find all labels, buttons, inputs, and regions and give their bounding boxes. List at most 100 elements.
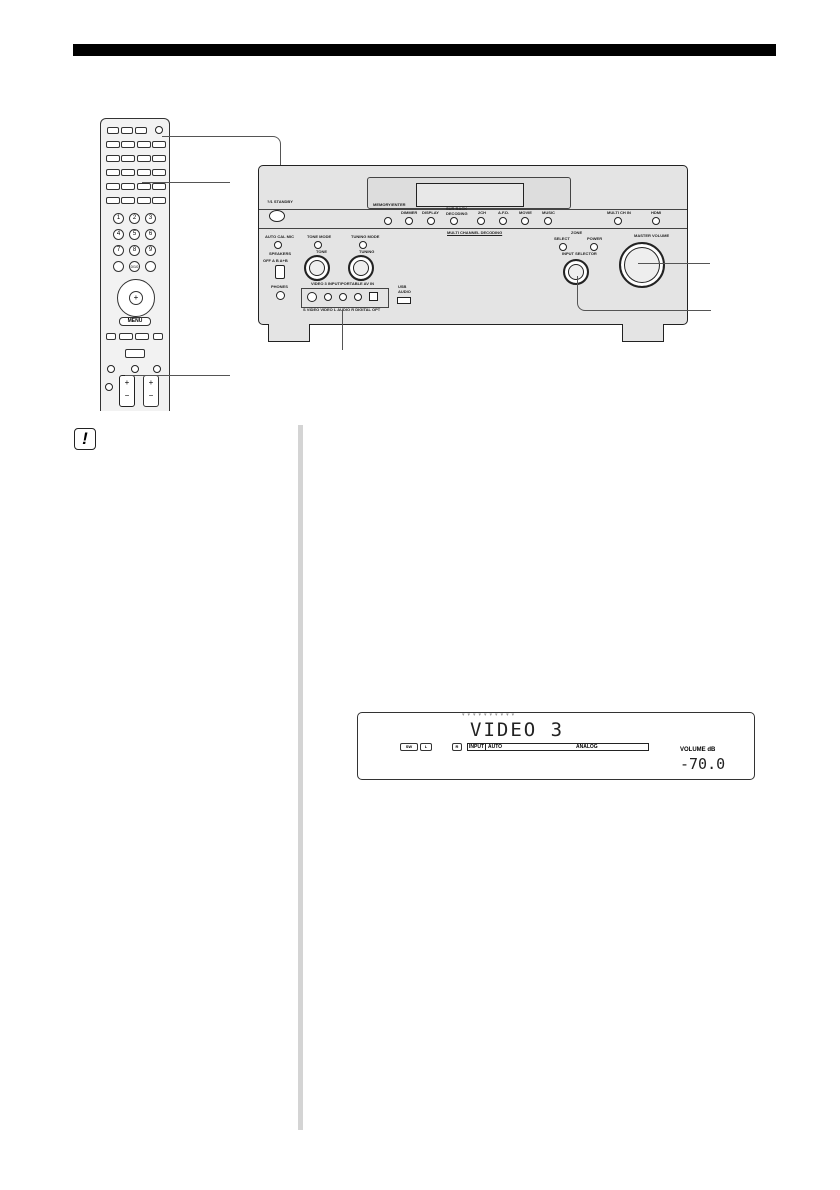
remote-button[interactable] xyxy=(121,127,133,134)
digital-opt-jack[interactable] xyxy=(369,292,378,301)
remote-button[interactable] xyxy=(137,169,151,176)
audio-r-jack[interactable] xyxy=(354,293,362,301)
master-volume-knob[interactable] xyxy=(619,242,665,288)
remote-button[interactable] xyxy=(137,141,151,148)
tuning-knob[interactable] xyxy=(348,255,374,281)
remote-button[interactable] xyxy=(137,155,151,162)
remote-button[interactable] xyxy=(145,261,156,272)
speakers-switch[interactable] xyxy=(275,265,285,279)
speakers-label: SPEAKERS xyxy=(269,251,292,256)
auto-cal-mic-jack[interactable] xyxy=(274,241,282,249)
navigation-pad[interactable]: + xyxy=(117,279,155,317)
remote-button[interactable] xyxy=(152,169,166,176)
menu-button[interactable]: MENU xyxy=(119,317,151,326)
display-button[interactable] xyxy=(427,217,435,225)
number-2-button[interactable]: 2 xyxy=(129,213,140,224)
remote-button[interactable] xyxy=(106,183,120,190)
remote-button[interactable] xyxy=(106,333,116,340)
remote-button[interactable] xyxy=(107,127,119,134)
remote-button[interactable] xyxy=(121,169,135,176)
number-7-button[interactable]: 7 xyxy=(113,245,124,256)
tuning-label: TUNING xyxy=(359,249,375,254)
sur-back-button[interactable] xyxy=(450,217,458,225)
number-0-button[interactable]: 0/10 xyxy=(129,261,140,272)
remote-button[interactable] xyxy=(106,169,120,176)
speakers-positions-label: OFF A B A+B xyxy=(263,258,288,263)
remote-button[interactable] xyxy=(113,261,124,272)
remote-button[interactable] xyxy=(153,365,161,373)
remote-button[interactable] xyxy=(119,333,133,340)
enter-button[interactable]: + xyxy=(129,291,143,305)
video-jack[interactable] xyxy=(324,293,332,301)
remote-button[interactable] xyxy=(106,155,120,162)
standby-button[interactable] xyxy=(269,210,285,222)
hdmi-label: HDMI xyxy=(651,210,662,215)
memory-enter-label: MEMORY/ENTER xyxy=(373,202,406,207)
channel-rocker[interactable]: +− xyxy=(143,375,159,407)
remote-button[interactable] xyxy=(121,155,135,162)
remote-button[interactable] xyxy=(153,333,163,340)
audio-l-jack[interactable] xyxy=(339,293,347,301)
remote-button[interactable] xyxy=(152,155,166,162)
number-1-button[interactable]: 1 xyxy=(113,213,124,224)
tone-mode-label: TONE MODE xyxy=(307,234,332,239)
movie-button[interactable] xyxy=(521,217,529,225)
number-6-button[interactable]: 6 xyxy=(145,229,156,240)
channel-up[interactable]: + xyxy=(148,378,154,387)
dimmer-button[interactable] xyxy=(405,217,413,225)
volume-rocker[interactable]: +− xyxy=(119,375,135,407)
remote-button[interactable] xyxy=(131,365,139,373)
movie-label: MOVIE xyxy=(519,210,532,215)
remote-button[interactable] xyxy=(135,333,149,340)
number-5-button[interactable]: 5 xyxy=(129,229,140,240)
muting-button[interactable] xyxy=(105,383,113,391)
remote-button[interactable] xyxy=(137,183,151,190)
number-3-button[interactable]: 3 xyxy=(145,213,156,224)
remote-button[interactable] xyxy=(107,365,115,373)
receiver-foot-right xyxy=(622,324,664,342)
remote-button[interactable] xyxy=(106,141,120,148)
display-label: DISPLAY xyxy=(422,210,439,215)
column-divider xyxy=(298,425,303,1130)
memory-enter-button[interactable] xyxy=(384,217,392,225)
number-9-button[interactable]: 9 xyxy=(145,245,156,256)
tone-knob[interactable] xyxy=(304,255,330,281)
afd-button[interactable] xyxy=(499,217,507,225)
sw-indicator: SW xyxy=(400,743,418,751)
zone-select-button[interactable] xyxy=(559,243,567,251)
channel-down[interactable]: − xyxy=(148,391,154,400)
r-indicator: R xyxy=(452,743,462,751)
number-8-button[interactable]: 8 xyxy=(129,245,140,256)
2ch-label: 2CH xyxy=(478,210,487,215)
phones-jack[interactable] xyxy=(276,291,285,300)
tuning-mode-button[interactable] xyxy=(359,241,367,249)
multi-ch-in-button[interactable] xyxy=(614,217,622,225)
remote-button[interactable] xyxy=(121,141,135,148)
remote-button[interactable] xyxy=(135,127,147,134)
zone-power-button[interactable] xyxy=(590,243,598,251)
remote-button[interactable] xyxy=(152,141,166,148)
number-4-button[interactable]: 4 xyxy=(113,229,124,240)
s-video-jack[interactable] xyxy=(307,292,317,302)
play-button[interactable] xyxy=(125,349,145,358)
hdmi-button[interactable] xyxy=(652,217,660,225)
auto-indicator: AUTO xyxy=(488,744,503,750)
usb-port[interactable] xyxy=(397,297,411,304)
remote-button[interactable] xyxy=(152,183,166,190)
volume-up[interactable]: + xyxy=(124,378,130,387)
tone-mode-button[interactable] xyxy=(314,241,322,249)
power-button[interactable] xyxy=(155,126,163,134)
remote-button[interactable] xyxy=(106,197,120,204)
2ch-button[interactable] xyxy=(477,217,485,225)
music-button[interactable] xyxy=(544,217,552,225)
volume-down[interactable]: − xyxy=(124,391,130,400)
callout-line xyxy=(142,182,230,183)
remote-button[interactable] xyxy=(152,197,166,204)
remote-button[interactable] xyxy=(121,197,135,204)
volume-label: VOLUME dB xyxy=(680,747,716,753)
remote-button[interactable] xyxy=(137,197,151,204)
tone-label: TONE xyxy=(316,249,328,254)
remote-button[interactable] xyxy=(121,183,135,190)
